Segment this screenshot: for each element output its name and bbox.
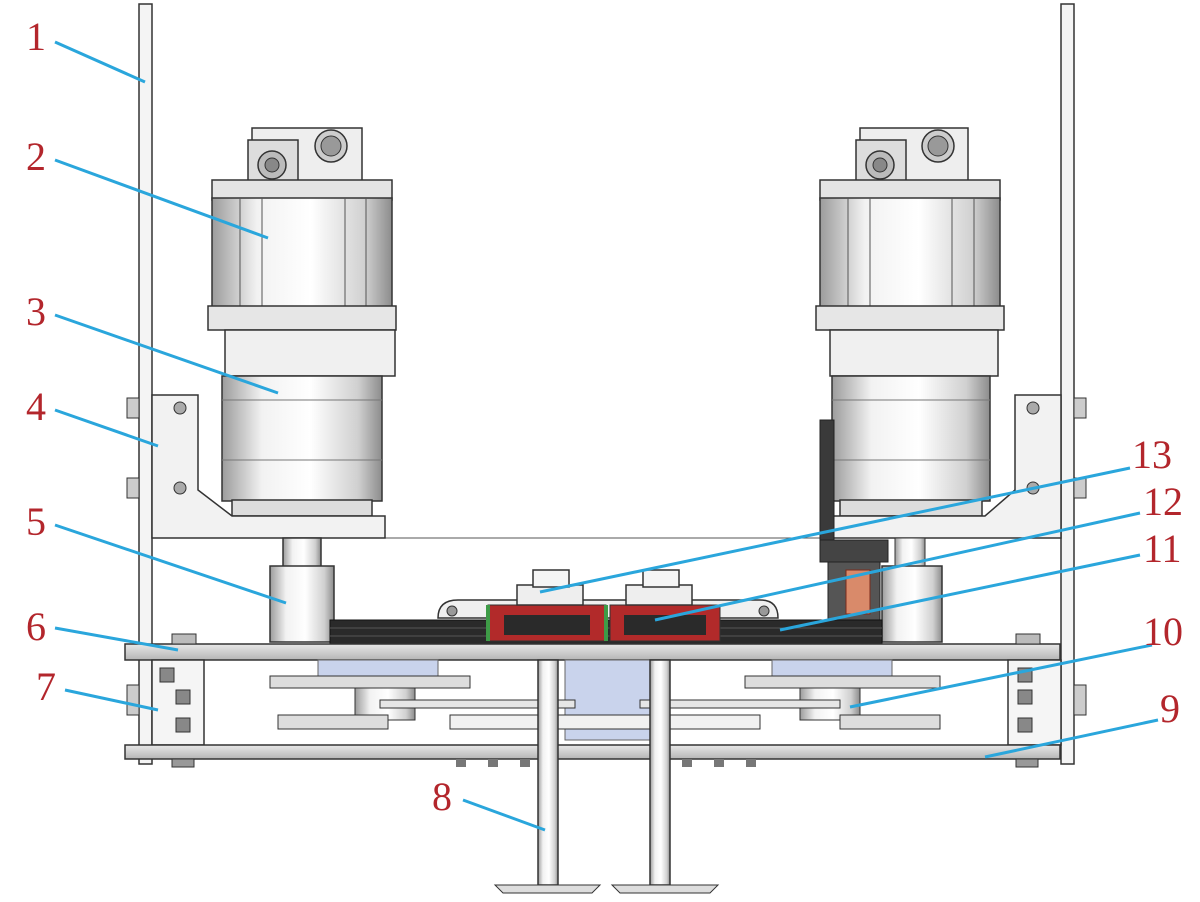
slider-blocks: [516, 569, 693, 606]
frame-post-right: [1060, 3, 1075, 765]
pulley-mechanism: [269, 659, 941, 741]
reducer-left: [221, 375, 383, 517]
base-plate: [124, 744, 1061, 768]
callout-10: 10: [1143, 609, 1183, 654]
callout-1: 1: [26, 14, 46, 59]
leader-lines: [54, 40, 1159, 832]
callout-12: 12: [1143, 479, 1183, 524]
coupling-left: [269, 537, 335, 643]
mounting-bracket-left: [126, 394, 386, 539]
lower-bracket-left: [126, 659, 205, 746]
callout-9: 9: [1160, 686, 1180, 731]
callout-8: 8: [432, 774, 452, 819]
callout-11: 11: [1143, 526, 1182, 571]
callout-labels: 1 2 3 4 5 6 7 8 9 10 11 12 13: [26, 14, 1183, 819]
callout-7: 7: [36, 664, 56, 709]
callout-13: 13: [1132, 432, 1172, 477]
output-shafts: [493, 659, 720, 894]
servo-motor-right: [815, 127, 1005, 377]
callout-4: 4: [26, 384, 46, 429]
servo-motor-left: [207, 127, 397, 377]
callout-5: 5: [26, 499, 46, 544]
reducer-right: [831, 375, 991, 517]
callout-6: 6: [26, 604, 46, 649]
callout-2: 2: [26, 134, 46, 179]
callout-3: 3: [26, 289, 46, 334]
